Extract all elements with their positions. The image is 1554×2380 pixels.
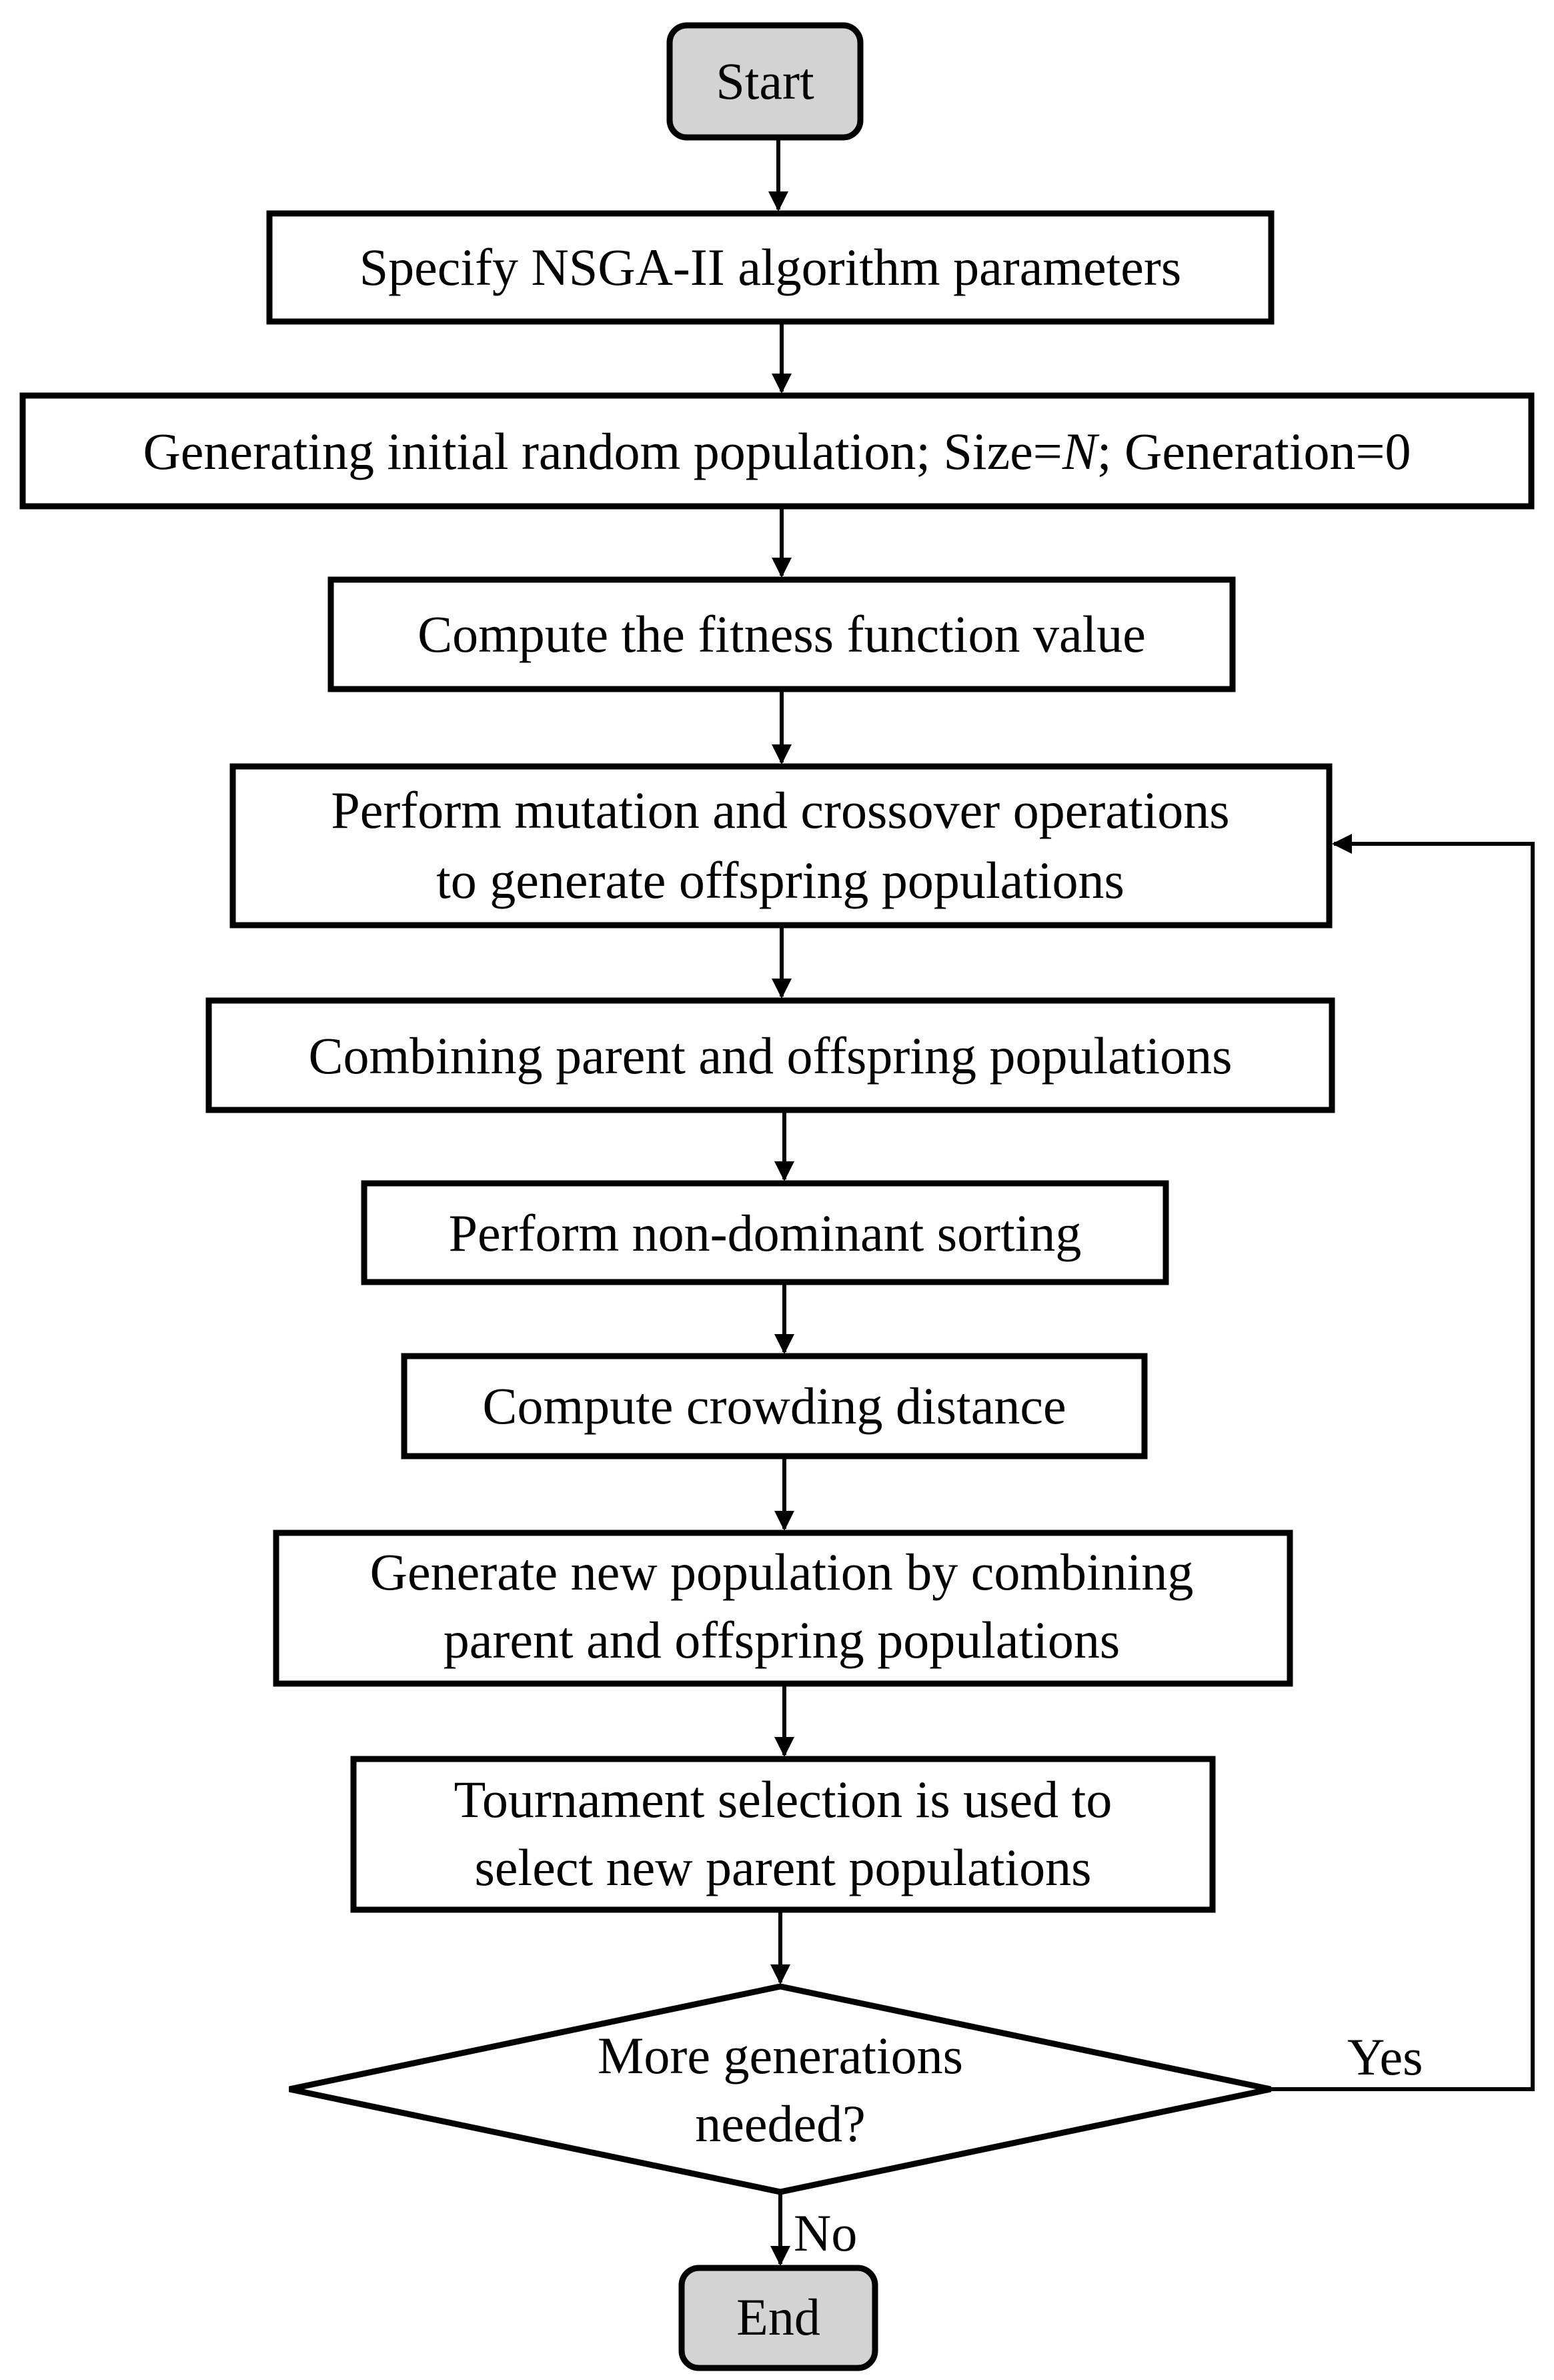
specify-params-box: Specify NSGA-II algorithm parameters: [266, 210, 1275, 325]
mutation-label-line2: to generate offspring populations: [436, 851, 1124, 909]
tournament-label-line1: Tournament selection is used to: [454, 1770, 1112, 1828]
init-population-box: Generating initial random population; Si…: [19, 392, 1535, 510]
sorting-label: Perform non-dominant sorting: [449, 1204, 1082, 1262]
yes-label: Yes: [1347, 2028, 1423, 2086]
start-terminal: Start: [666, 22, 864, 141]
specify-params-label: Specify NSGA-II algorithm parameters: [359, 238, 1181, 296]
arrow-yes-loop: [1271, 834, 1535, 2091]
decision-label-line1: More generations: [598, 2026, 963, 2085]
combine-label: Combining parent and offspring populatio…: [308, 1027, 1232, 1085]
fitness-box: Compute the fitness function value: [327, 576, 1236, 692]
new-population-label-line2: parent and offspring populations: [444, 1611, 1120, 1669]
new-population-label-line1: Generate new population by combining: [370, 1543, 1194, 1601]
decision-label-line2: needed?: [695, 2095, 865, 2153]
new-population-box: Generate new population by combining par…: [273, 1530, 1293, 1687]
end-terminal: End: [678, 2265, 878, 2371]
tournament-label-line2: select new parent populations: [475, 1838, 1092, 1896]
sorting-box: Perform non-dominant sorting: [361, 1180, 1169, 1285]
crowding-box: Compute crowding distance: [401, 1353, 1148, 1459]
no-label: No: [794, 2204, 857, 2262]
end-label: End: [736, 2288, 820, 2346]
fitness-label: Compute the fitness function value: [418, 605, 1146, 663]
crowding-label: Compute crowding distance: [482, 1377, 1066, 1435]
combine-box: Combining parent and offspring populatio…: [205, 997, 1335, 1113]
start-label: Start: [716, 52, 814, 110]
mutation-label-line1: Perform mutation and crossover operation…: [331, 781, 1229, 839]
tournament-box: Tournament selection is used to select n…: [350, 1756, 1216, 1913]
init-population-label: Generating initial random population; Si…: [143, 422, 1411, 480]
mutation-box: Perform mutation and crossover operation…: [229, 763, 1333, 929]
decision-diamond: More generations needed?: [289, 1983, 1271, 2195]
